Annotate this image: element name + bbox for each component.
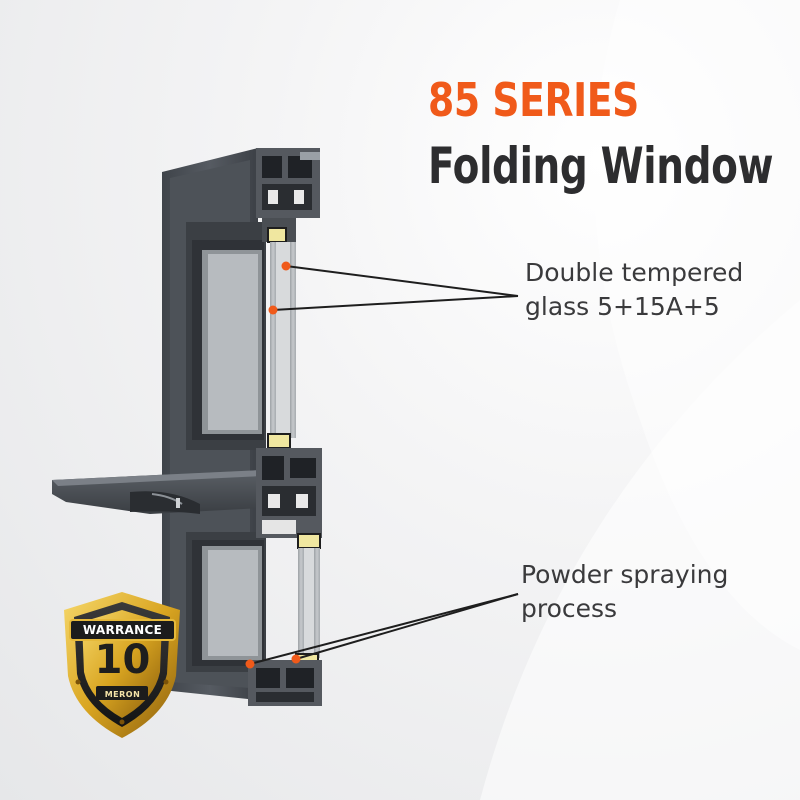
glass-marker-dot — [281, 261, 291, 271]
product-title: Folding Window — [428, 137, 774, 195]
glass-callout-line-2: glass 5+15A+5 — [525, 292, 720, 321]
outer-frame — [162, 148, 266, 700]
series-title: 85 SERIES — [428, 73, 639, 127]
warranty-label: WARRANCE — [82, 623, 163, 637]
profile-cross-section — [248, 148, 322, 706]
warranty-years: 10 — [94, 637, 151, 683]
warranty-badge: WARRANCE 10 MERON — [60, 590, 185, 740]
callout-leaders — [245, 261, 519, 669]
glass-callout-line-1: Double tempered — [525, 258, 744, 287]
powder-callout-line-1: Powder spraying — [521, 560, 729, 589]
powder-callout: Powder spraying process — [521, 558, 728, 626]
powder-marker-dot — [291, 654, 301, 664]
powder-callout-line-2: process — [521, 594, 618, 623]
glass-callout: Double tempered glass 5+15A+5 — [525, 256, 743, 324]
glass-marker-dot — [268, 305, 278, 315]
window-sill — [52, 470, 262, 514]
powder-marker-dot — [245, 659, 255, 669]
shield-icon — [64, 592, 180, 738]
brand-name: MERON — [104, 690, 141, 699]
